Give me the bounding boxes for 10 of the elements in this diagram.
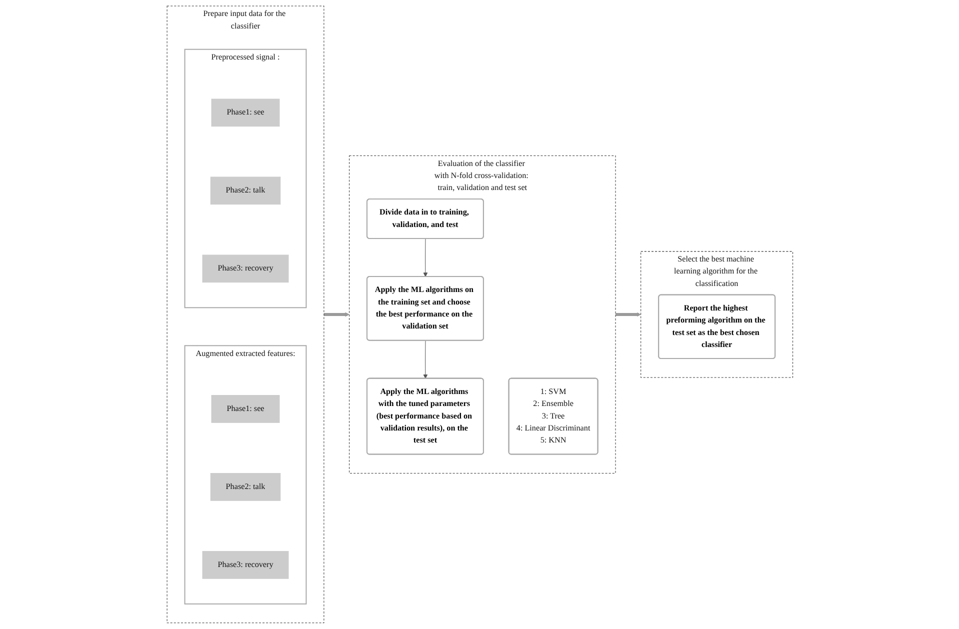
arrow (422, 340, 428, 379)
node-box: Phase1: see (210, 395, 280, 423)
node-box: Phase2: talk (210, 473, 280, 501)
node-box: Phase2: talk (210, 176, 280, 205)
arrow (615, 312, 641, 317)
node-box: Phase3: recovery (202, 254, 288, 283)
arrow (422, 238, 428, 277)
node-box: Phase1: see (210, 98, 280, 127)
arrow (324, 312, 350, 317)
node-box: Phase3: recovery (202, 551, 288, 579)
